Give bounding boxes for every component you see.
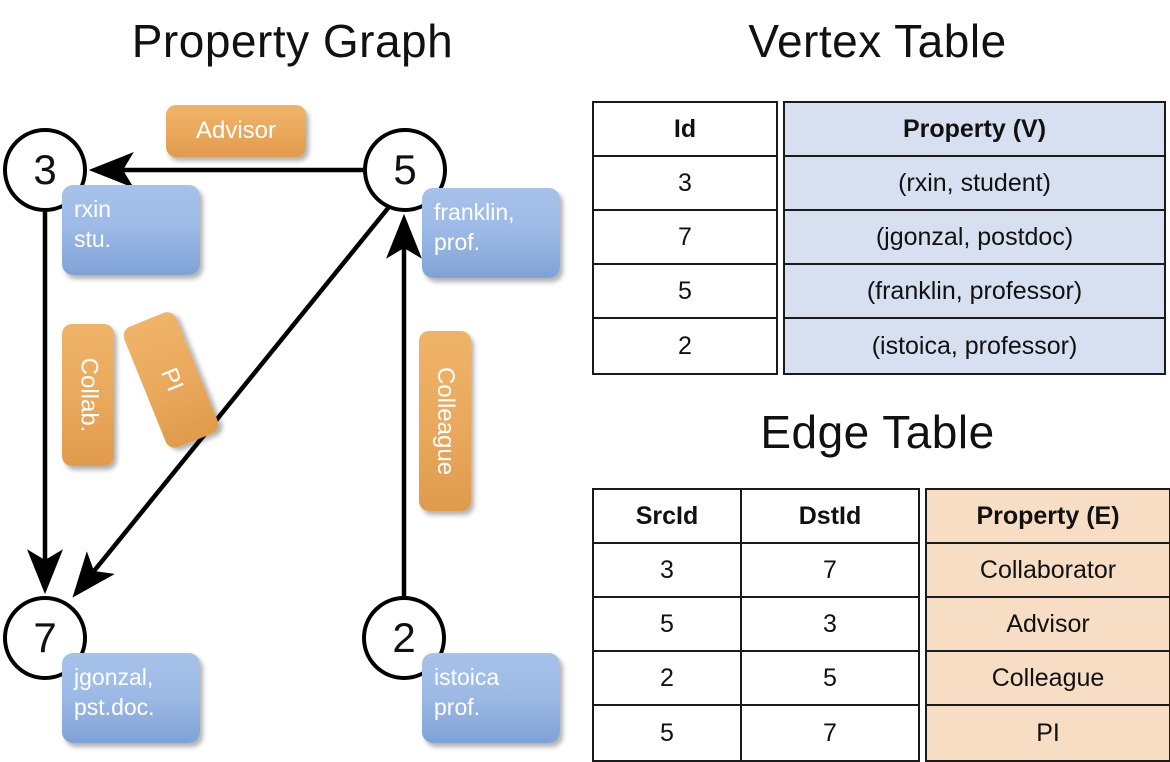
edge-table-header-dstid: DstId — [742, 490, 918, 544]
table-row: 3 — [594, 544, 740, 598]
edge-label-colleague-text: Colleague — [432, 366, 459, 476]
graph-node-5-label: 5 — [393, 146, 417, 193]
graph-node-3-label: 3 — [33, 146, 57, 193]
table-row: 5 — [594, 598, 740, 652]
vertex-property-7-line2: pst.doc. — [74, 694, 155, 721]
vertex-property-2-line1: istoica — [434, 664, 500, 690]
table-row: 3 — [742, 598, 918, 652]
vertex-property-2-line2: prof. — [434, 694, 481, 721]
vertex-property-box-3: rxin stu. — [62, 185, 200, 275]
edge-label-colleague: Colleague — [419, 331, 471, 511]
table-row: (franklin, professor) — [785, 265, 1164, 319]
edge-label-pi-text: PI — [154, 364, 189, 396]
edge-table-column-property: Property (E) Collaborator Advisor Collea… — [925, 488, 1170, 762]
edge-label-collab-text: Collab. — [75, 357, 102, 433]
property-graph-diagram: 3 5 7 2 rxin stu. franklin, prof. jgonza… — [0, 0, 585, 760]
edge-5-to-7 — [72, 200, 395, 598]
table-row: 5 — [594, 265, 776, 319]
graph-edges-svg — [27, 152, 422, 598]
vertex-property-box-5: franklin, prof. — [422, 188, 560, 278]
edge-label-collab: Collab. — [62, 324, 114, 466]
vertex-property-7-line1: jgonzal, — [74, 664, 154, 690]
vertex-property-5-line2: prof. — [434, 229, 481, 256]
table-row: Advisor — [927, 598, 1169, 652]
table-row: 3 — [594, 157, 776, 211]
page-title-edge-table: Edge Table — [760, 406, 995, 458]
table-row: 7 — [823, 718, 837, 747]
vertex-table-column-property: Property (V) (rxin, student) (jgonzal, p… — [783, 101, 1166, 375]
table-row: 5 — [742, 652, 918, 706]
table-row: (istoica, professor) — [871, 331, 1078, 360]
page-title-vertex-table: Vertex Table — [748, 15, 1007, 67]
table-row: 2 — [594, 652, 740, 706]
table-row: 7 — [594, 211, 776, 265]
table-row: Colleague — [927, 652, 1169, 706]
vertex-table-column-id: Id 3 7 5 2 — [592, 101, 778, 375]
edge-table-header-srcid: SrcId — [594, 490, 740, 544]
vertex-property-5-line1: franklin, — [434, 199, 515, 225]
table-row: (rxin, student) — [785, 157, 1164, 211]
vertex-property-3-line2: stu. — [74, 226, 112, 253]
vertex-table-header-id: Id — [594, 103, 776, 157]
graph-node-2-label: 2 — [392, 614, 416, 661]
edge-table-column-dstid: DstId 7 3 5 7 — [742, 488, 920, 762]
table-row: (jgonzal, postdoc) — [785, 211, 1164, 265]
vertex-property-box-2: istoica prof. — [422, 653, 560, 743]
table-row: 7 — [742, 544, 918, 598]
edge-table-column-srcid: SrcId 3 5 2 5 — [592, 488, 742, 762]
graph-node-5[interactable]: 5 — [363, 128, 447, 212]
vertex-table: Id 3 7 5 2 Property (V) (rxin, student) … — [592, 101, 1166, 375]
table-row: 5 — [660, 718, 674, 747]
graph-node-2[interactable]: 2 — [362, 596, 446, 680]
table-row: Collaborator — [927, 544, 1169, 598]
vertex-table-header-property: Property (V) — [785, 103, 1164, 157]
edge-label-advisor-text: Advisor — [195, 117, 277, 144]
edge-label-advisor: Advisor — [166, 105, 306, 157]
vertex-property-3-line1: rxin — [74, 196, 112, 222]
table-row: PI — [1036, 718, 1060, 747]
page-title-property-graph: Property Graph — [131, 15, 454, 67]
edge-table-header-property: Property (E) — [927, 490, 1169, 544]
graph-node-7-label: 7 — [33, 614, 57, 661]
table-row: 2 — [678, 331, 692, 360]
edge-table: SrcId 3 5 2 5 DstId 7 3 5 7 Property (E)… — [592, 488, 1170, 762]
vertex-property-box-7: jgonzal, pst.doc. — [62, 653, 200, 743]
